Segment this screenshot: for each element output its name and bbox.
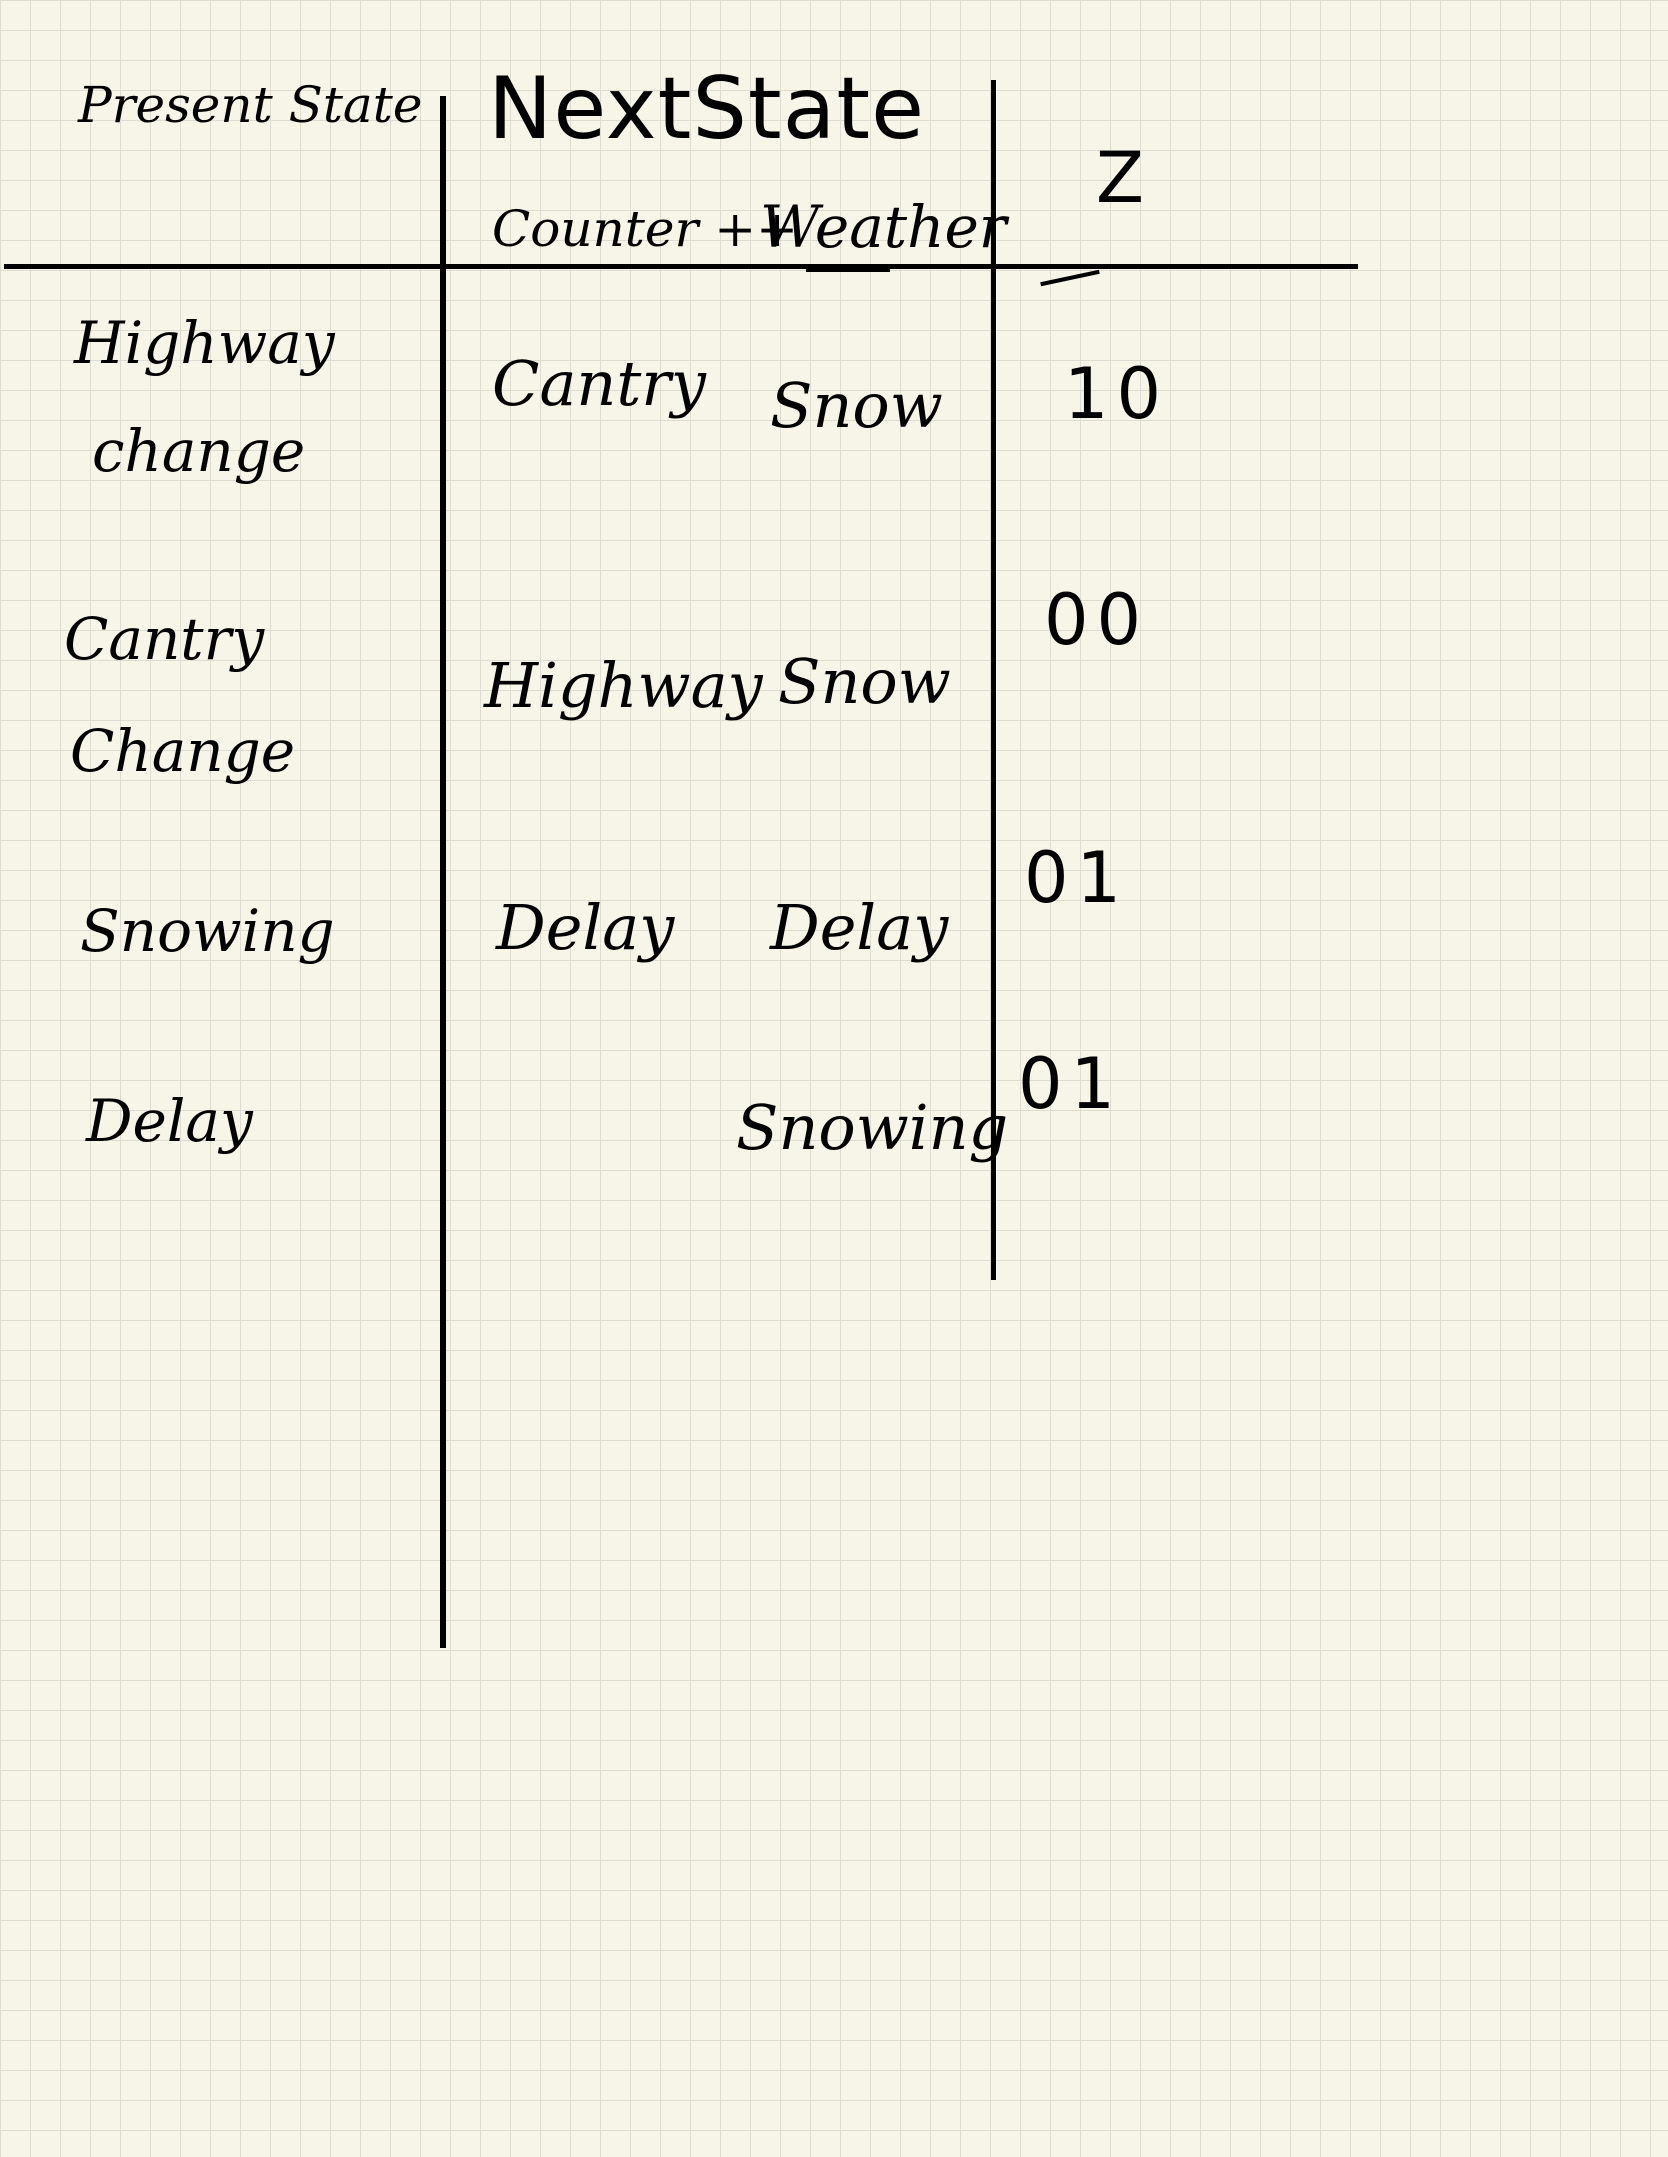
header-divider-line — [4, 264, 1358, 269]
row4-next-weather: Snowing — [736, 1091, 1009, 1164]
row1-present-state-line1: Highway — [74, 309, 335, 377]
row1-next-weather: Snow — [770, 369, 943, 442]
row3-next-counter: Delay — [496, 891, 675, 964]
weather-underline — [806, 268, 890, 272]
row1-next-counter: Cantry — [492, 347, 706, 420]
row2-output-z: 00 — [1044, 579, 1150, 661]
row1-output-z: 10 — [1064, 353, 1170, 435]
counter-input-header: Counter ++ — [492, 200, 799, 258]
present-state-header: Present State — [78, 76, 423, 134]
row3-next-weather: Delay — [770, 891, 949, 964]
row3-present-state-line1: Snowing — [80, 897, 335, 965]
next-state-divider-line — [991, 80, 996, 1280]
row2-next-counter: Highway — [484, 649, 763, 722]
row1-present-state-line2: change — [92, 417, 306, 485]
weather-input-header: Weather — [760, 193, 1007, 261]
row4-output-z: 01 — [1018, 1043, 1124, 1125]
row2-present-state-line2: Change — [70, 717, 296, 785]
row2-present-state-line1: Cantry — [64, 605, 265, 673]
next-state-header: NextState — [488, 59, 925, 159]
row3-output-z: 01 — [1024, 837, 1130, 919]
row2-next-weather: Snow — [778, 645, 951, 718]
output-underline — [1040, 269, 1100, 287]
present-state-divider-line — [440, 96, 446, 1648]
output-z-header: Z — [1096, 137, 1144, 219]
row4-present-state-line1: Delay — [86, 1087, 253, 1155]
